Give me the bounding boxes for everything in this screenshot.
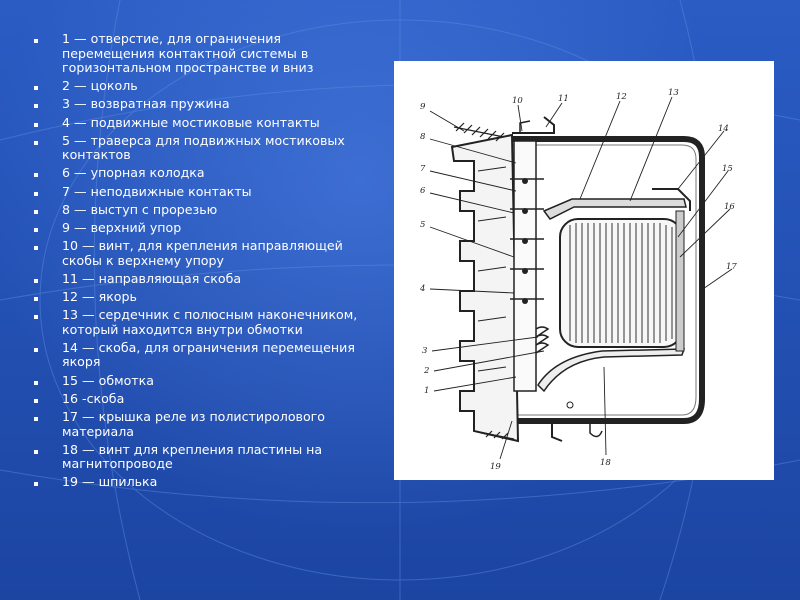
callout-14: 14 (718, 124, 729, 134)
legend-item: 18 — винт для крепления пластины на магн… (32, 442, 377, 472)
relay-cover (512, 136, 705, 424)
coil (559, 218, 683, 348)
callout-7: 7 (420, 164, 426, 174)
callout-15: 15 (722, 164, 733, 174)
callout-8: 8 (420, 132, 426, 142)
legend-item: 15 — обмотка (32, 373, 377, 389)
callout-6: 6 (420, 186, 426, 196)
callout-3: 3 (422, 346, 427, 356)
callout-5: 5 (420, 220, 425, 230)
legend-item: 4 — подвижные мостиковые контакты (32, 115, 377, 131)
legend-item: 6 — упорная колодка (32, 166, 377, 181)
legend-item: 2 — цоколь (32, 79, 377, 94)
legend-item: 13 — сердечник с полюсным наконечником, … (32, 308, 377, 337)
guide-bracket (512, 116, 555, 134)
relay-diagram: 9 10 11 12 13 8 7 6 5 4 3 2 1 14 15 16 1… (419, 88, 737, 472)
legend-item: 5 — траверса для подвижных мостиковых ко… (32, 133, 377, 163)
callout-16: 16 (724, 202, 735, 212)
callout-18: 18 (600, 458, 611, 468)
callout-12: 12 (616, 92, 627, 102)
callout-2: 2 (423, 366, 429, 376)
legend-item: 9 — верхний упор (32, 220, 377, 236)
legend-item: 8 — выступ с прорезью (32, 202, 377, 218)
contact-traverse (513, 140, 537, 392)
relay-base (450, 133, 520, 443)
legend-item: 11 — направляющая скоба (32, 271, 377, 287)
legend-item: 14 — скоба, для ограничения перемещения … (32, 340, 377, 370)
callout-13: 13 (668, 88, 679, 98)
legend-item: 16 -скоба (32, 391, 377, 407)
callout-9: 9 (420, 102, 426, 112)
magnet-bracket (537, 348, 686, 393)
legend-item: 7 — неподвижные контакты (32, 184, 377, 200)
return-spring (535, 326, 550, 354)
legend-item: 17 — крышка реле из полистиролового мате… (32, 409, 377, 439)
armature-stop-bracket (652, 188, 691, 211)
callout-19: 19 (490, 462, 501, 472)
legend-list: 1 — отверстие, для ограничения перемещен… (32, 31, 377, 494)
callout-10: 10 (512, 96, 523, 106)
legend-item: 3 — возвратная пружина (32, 97, 377, 112)
legend-item: 10 — винт, для крепления направляющей ск… (32, 238, 377, 268)
legend-item: 1 — отверстие, для ограничения перемещен… (32, 31, 377, 76)
callout-17: 17 (726, 262, 737, 272)
relay-diagram-panel: 9 10 11 12 13 8 7 6 5 4 3 2 1 14 15 16 1… (394, 61, 774, 480)
legend-item: 12 — якорь (32, 290, 377, 305)
callout-1: 1 (424, 386, 429, 396)
armature (542, 198, 687, 220)
callout-11: 11 (558, 94, 569, 104)
callout-4: 4 (419, 284, 425, 294)
legend-item: 19 — шпилька (32, 475, 377, 490)
